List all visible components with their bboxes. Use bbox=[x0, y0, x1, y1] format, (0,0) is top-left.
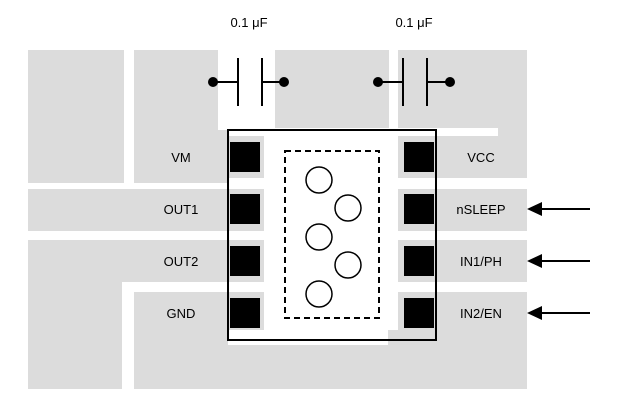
via bbox=[305, 166, 333, 194]
copper-out1 bbox=[28, 189, 264, 231]
pin-label-in1: IN1/PH bbox=[460, 254, 502, 269]
left-pads bbox=[230, 142, 260, 328]
arrow-in2 bbox=[527, 306, 590, 320]
pin-label-in2: IN2/EN bbox=[460, 306, 502, 321]
pad-vcc bbox=[404, 142, 434, 172]
chip-outline bbox=[227, 129, 437, 341]
pad-nsleep bbox=[404, 194, 434, 224]
pad-in1 bbox=[404, 246, 434, 276]
via bbox=[334, 251, 362, 279]
pin-label-out2: OUT2 bbox=[164, 254, 199, 269]
via bbox=[334, 194, 362, 222]
copper-vm-left bbox=[28, 50, 124, 183]
copper-out2 bbox=[28, 240, 264, 389]
pad-vm bbox=[230, 142, 260, 172]
pin-label-out1: OUT1 bbox=[164, 202, 199, 217]
pad-out2 bbox=[230, 246, 260, 276]
input-arrows bbox=[527, 202, 590, 320]
copper-layer bbox=[28, 50, 527, 389]
capacitor-right-value: 0.1 μF bbox=[395, 15, 432, 30]
pin-label-gnd: GND bbox=[167, 306, 196, 321]
capacitor-right-icon bbox=[373, 58, 455, 106]
capacitor-left-icon bbox=[208, 58, 289, 106]
arrow-in1 bbox=[527, 254, 590, 268]
copper-top-middle bbox=[275, 50, 389, 128]
copper-vcc-top bbox=[398, 50, 527, 128]
right-pads bbox=[404, 142, 434, 328]
pad-out1 bbox=[230, 194, 260, 224]
thermal-vias bbox=[305, 166, 362, 308]
pin-label-vm: VM bbox=[171, 150, 191, 165]
pad-in2 bbox=[404, 298, 434, 328]
pin-label-nsleep: nSLEEP bbox=[456, 202, 505, 217]
pin-label-vcc: VCC bbox=[467, 150, 494, 165]
pad-gnd bbox=[230, 298, 260, 328]
capacitor-left-value: 0.1 μF bbox=[230, 15, 267, 30]
via bbox=[305, 280, 333, 308]
arrow-nsleep bbox=[527, 202, 590, 216]
via bbox=[305, 223, 333, 251]
